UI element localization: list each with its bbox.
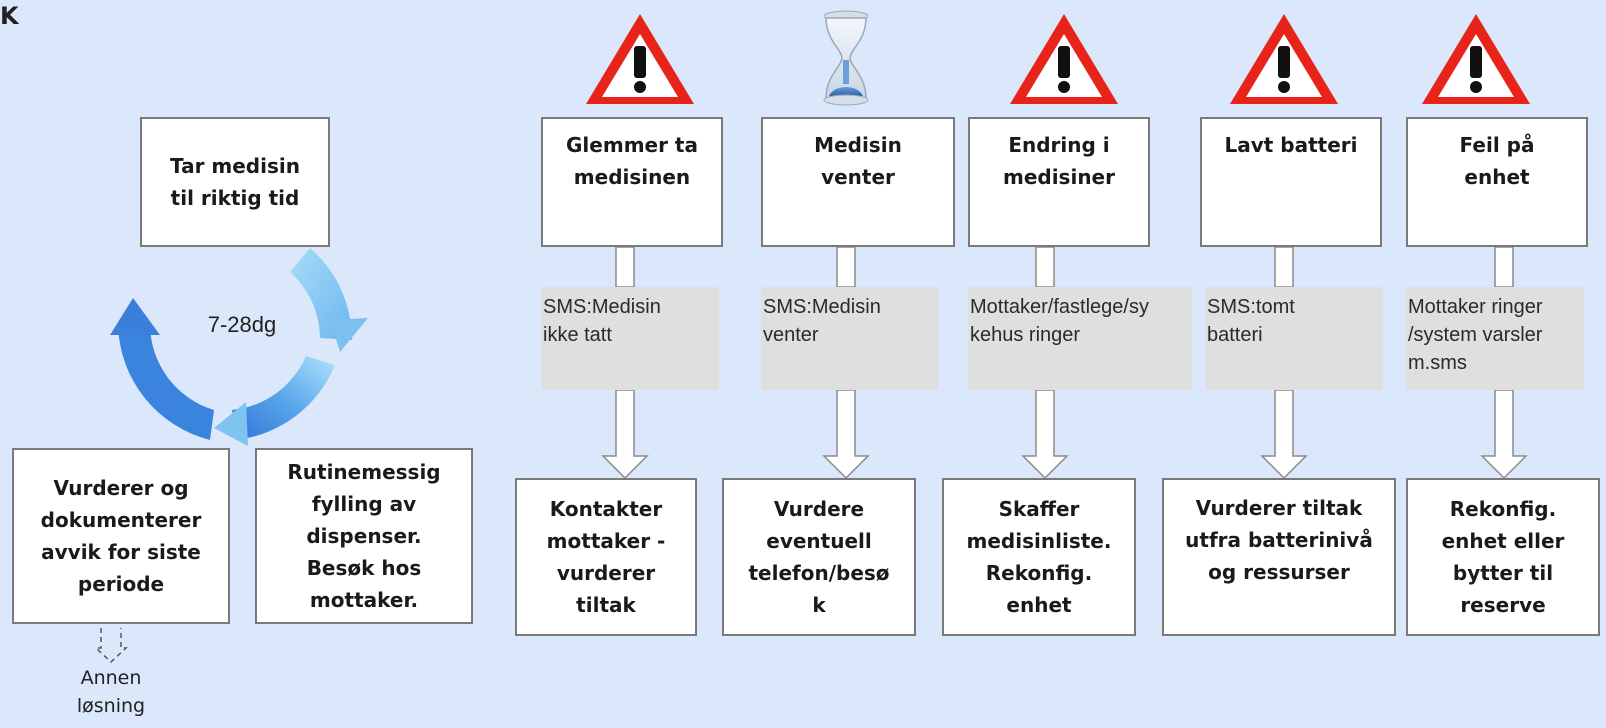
warning-triangle-icon (1010, 14, 1118, 104)
warning-triangle-icon (1422, 14, 1530, 104)
action-text: Rekonfig. enhet eller bytter til reserve (1441, 497, 1565, 617)
header-text: Endring i medisiner (1002, 133, 1115, 189)
cycle-top-box: Tar medisin til riktig tid (140, 117, 330, 247)
connector-bar (1035, 246, 1055, 288)
down-arrow (822, 389, 870, 480)
action-box-low-battery: Vurderer tiltak utfra batterinivå og res… (1162, 478, 1396, 636)
cycle-arrow-left (110, 298, 160, 335)
header-text: Glemmer ta medisinen (566, 133, 698, 189)
cycle-left-box-text: Vurderer og dokumenterer avvik for siste… (40, 476, 202, 596)
action-box-forgets-medicine: Kontakter mottaker - vurderer tiltak (515, 478, 697, 636)
header-box-medicine-waiting: Medisin venter (761, 117, 955, 247)
cycle-top-box-text: Tar medisin til riktig tid (170, 154, 300, 210)
header-box-medicine-change: Endring i medisiner (968, 117, 1150, 247)
hourglass-icon (823, 10, 869, 106)
header-box-device-error: Feil på enhet (1406, 117, 1588, 247)
column-connectors (601, 246, 1528, 480)
connector-bar (1274, 246, 1294, 288)
message-box-low-battery: SMS:tomt batteri (1205, 287, 1383, 390)
cycle-right-box-text: Rutinemessig fylling av dispenser. Besøk… (287, 460, 441, 612)
cycle-ring (110, 248, 368, 446)
cycle-arrow-bottom (214, 402, 248, 446)
header-box-forgets-medicine: Glemmer ta medisinen (541, 117, 723, 247)
cycle-center-label: 7-28dg (207, 312, 277, 337)
cycle-arrow-right (330, 318, 368, 352)
message-box-medicine-change: Mottaker/fastlege/sy kehus ringer (968, 287, 1192, 390)
panel-label: K (0, 2, 19, 30)
action-text: Skaffer medisinliste. Rekonfig. enhet (966, 497, 1112, 617)
message-box-forgets-medicine: SMS:Medisin ikke tatt (541, 287, 719, 390)
connector-bar (836, 246, 856, 288)
action-text: Vurdere eventuell telefon/besø k (748, 497, 890, 617)
alt-solution-arrow (94, 628, 128, 664)
action-text: Vurderer tiltak utfra batterinivå og res… (1185, 496, 1373, 584)
action-box-medicine-waiting: Vurdere eventuell telefon/besø k (722, 478, 916, 636)
header-text: Lavt batteri (1224, 133, 1358, 157)
down-arrow (1260, 389, 1308, 480)
warning-triangle-icon (586, 14, 694, 104)
cycle-right-box: Rutinemessig fylling av dispenser. Besøk… (255, 448, 473, 624)
down-arrow (601, 389, 649, 480)
header-text: Feil på enhet (1459, 133, 1535, 189)
action-box-device-error: Rekonfig. enhet eller bytter til reserve (1406, 478, 1600, 636)
cycle-left-box: Vurderer og dokumenterer avvik for siste… (12, 448, 230, 624)
connector-bar (1494, 246, 1514, 288)
header-text: Medisin venter (814, 133, 902, 189)
down-arrow (1021, 389, 1069, 480)
warning-triangle-icon (1230, 14, 1338, 104)
alt-solution-label: Annen løsning (76, 667, 146, 717)
header-box-low-battery: Lavt batteri (1200, 117, 1382, 247)
connector-bar (615, 246, 635, 288)
down-arrow (1480, 389, 1528, 480)
message-box-medicine-waiting: SMS:Medisin venter (761, 287, 939, 390)
message-box-device-error: Mottaker ringer /system varsler m.sms (1406, 287, 1584, 390)
action-box-medicine-change: Skaffer medisinliste. Rekonfig. enhet (942, 478, 1136, 636)
action-text: Kontakter mottaker - vurderer tiltak (546, 497, 666, 617)
